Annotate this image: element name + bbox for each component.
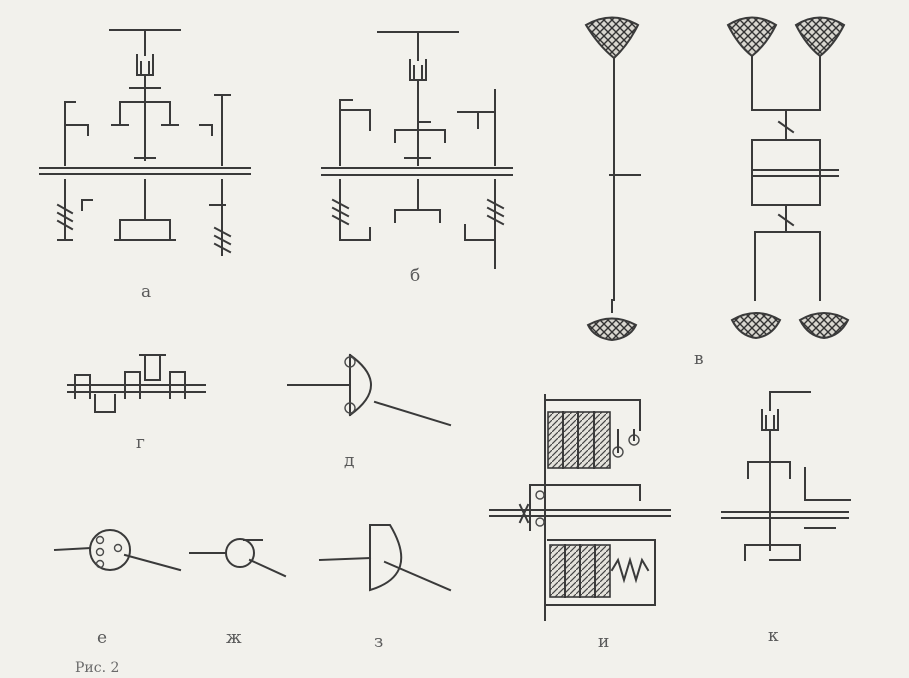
label-a: а [141, 282, 152, 302]
label-d: д [344, 451, 355, 471]
scheme-zh [189, 538, 287, 578]
scheme-v [584, 16, 850, 342]
label-i: и [598, 632, 610, 652]
scheme-g [67, 354, 206, 413]
label-v: в [694, 349, 704, 369]
scheme-i [489, 394, 671, 621]
label-z: з [374, 632, 384, 652]
scheme-b [321, 31, 513, 269]
scheme-a [39, 29, 251, 256]
figure-caption: Рис. 2 [75, 660, 120, 676]
label-e: е [97, 628, 108, 648]
label-k: к [768, 626, 779, 646]
scheme-d [287, 353, 452, 427]
label-zh: ж [226, 628, 242, 648]
scheme-e [53, 529, 182, 572]
scheme-z [318, 524, 452, 592]
label-g: г [136, 433, 145, 453]
label-b: б [410, 266, 421, 286]
scheme-k [721, 391, 851, 561]
